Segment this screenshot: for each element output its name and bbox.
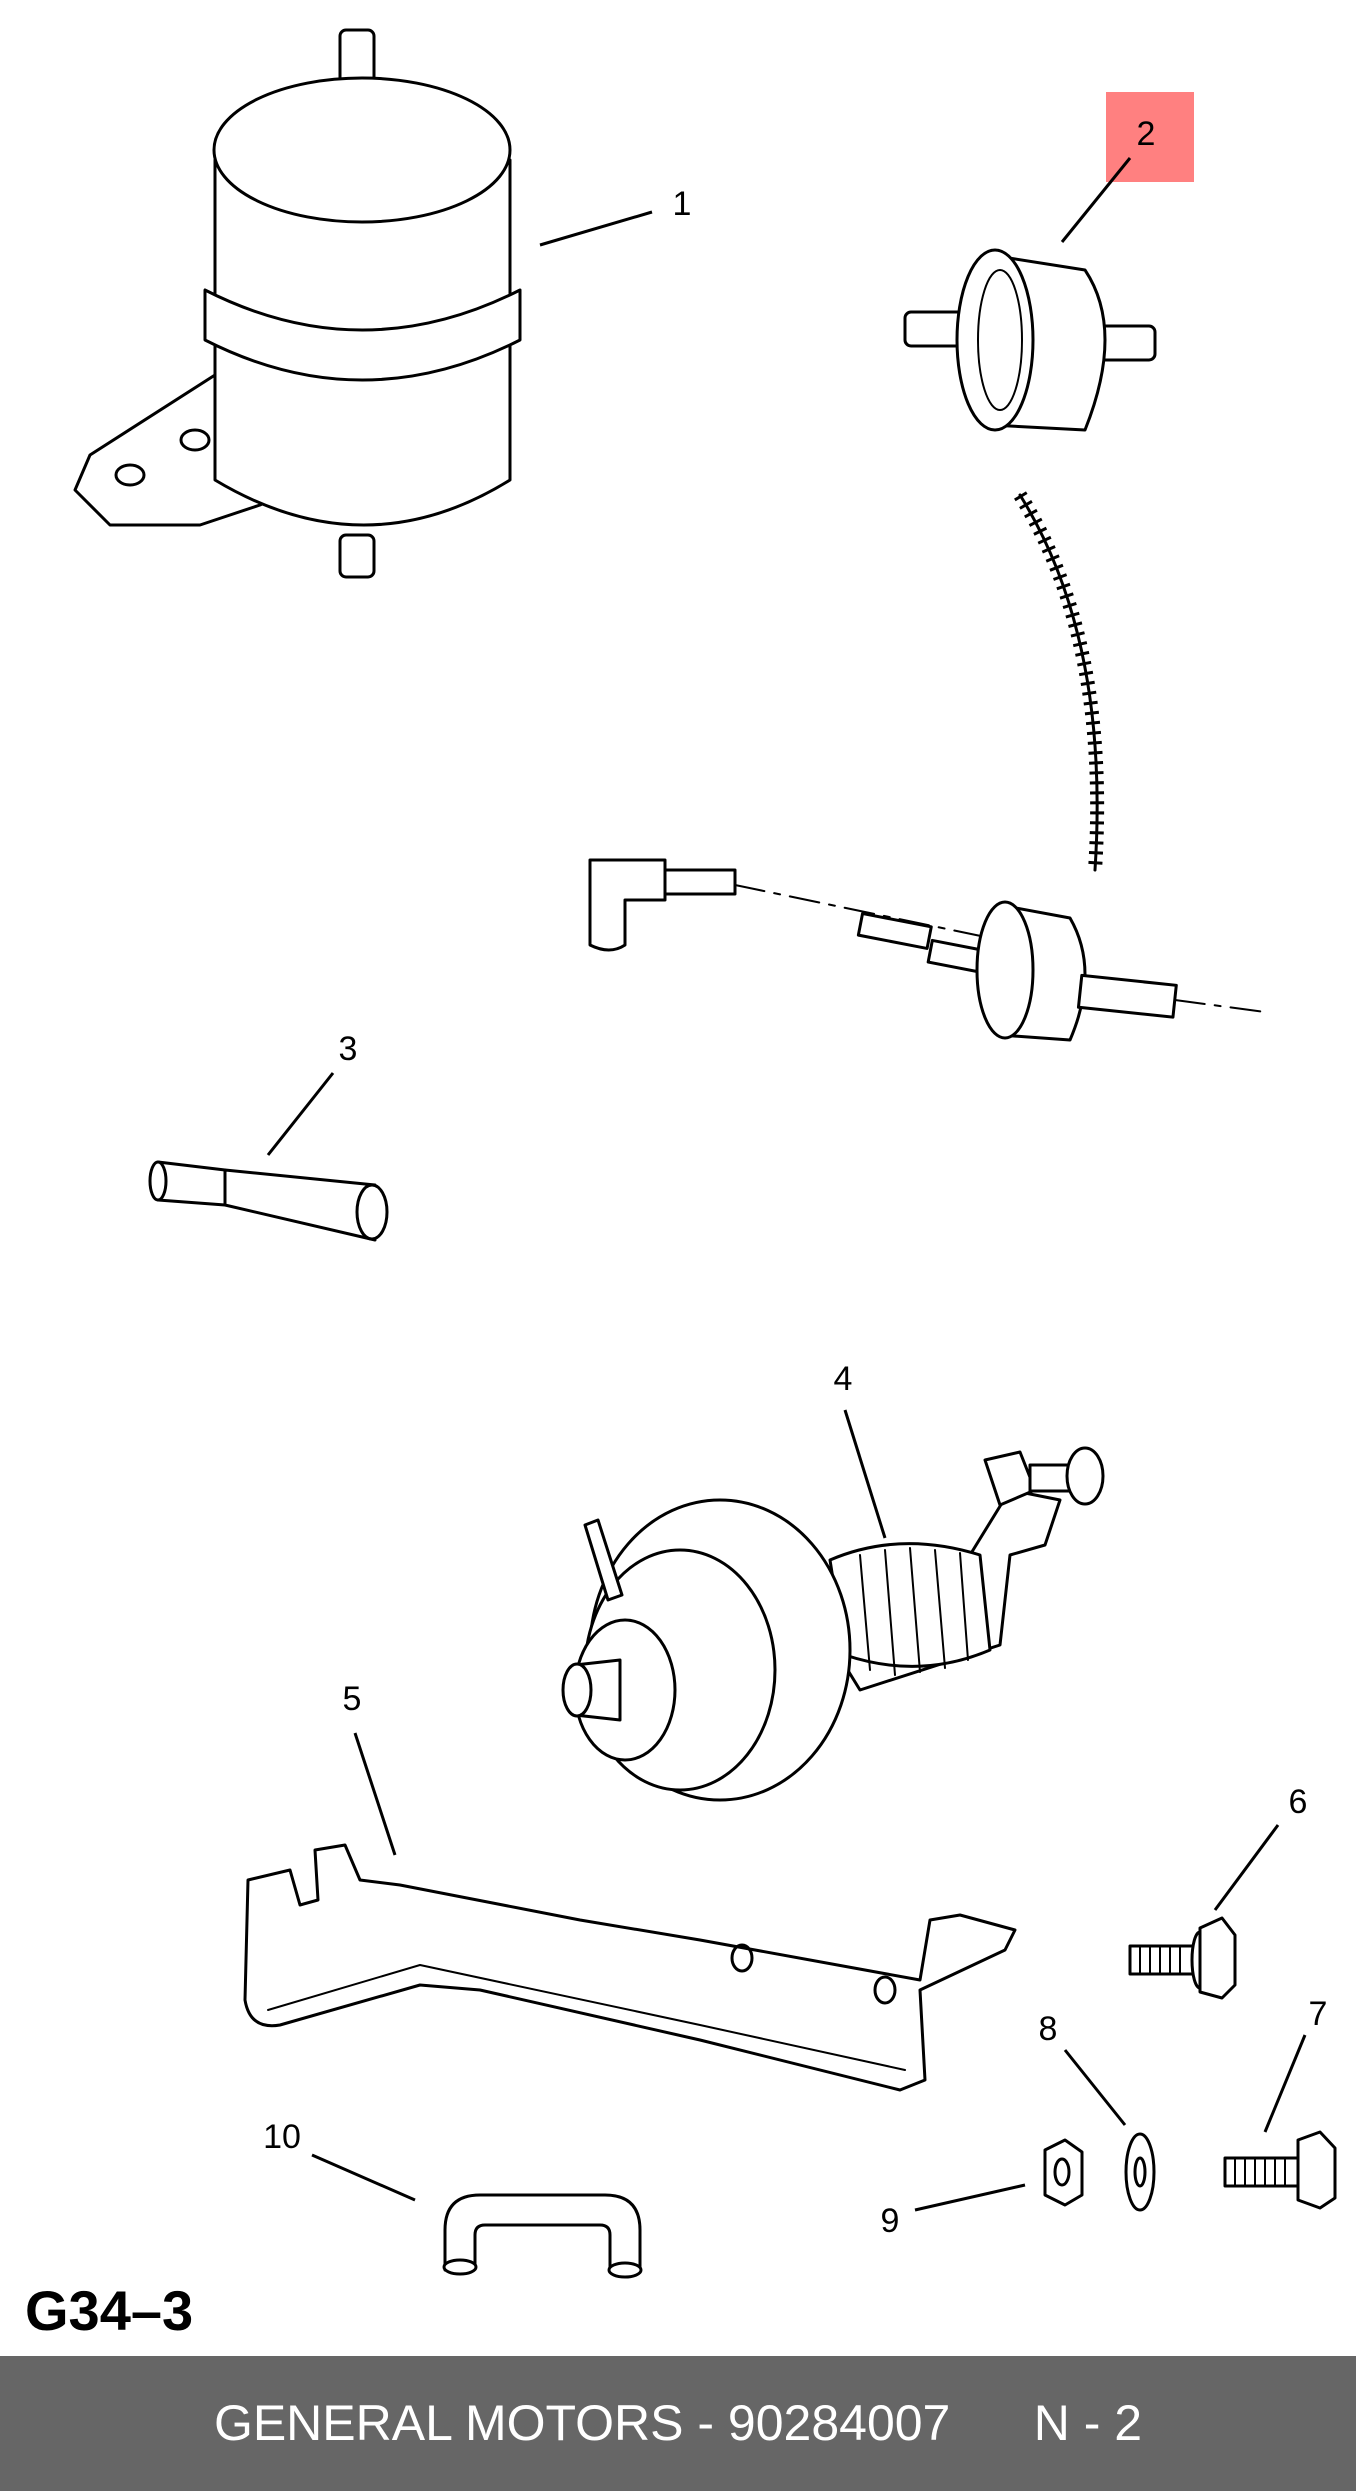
- diagram-reference-code: G34–3: [25, 2279, 193, 2342]
- callout-1: 1: [673, 185, 692, 223]
- part-1-canister: [73, 28, 522, 579]
- part-2-check-valve: [903, 248, 1157, 432]
- callout-8: 8: [1039, 2010, 1058, 2048]
- callout-6: 6: [1289, 1783, 1308, 1821]
- part-3-connector: [148, 1160, 389, 1242]
- footer-text: GENERAL MOTORS - 90284007 N - 2: [213, 2395, 1143, 2451]
- callout-2-highlight: [1106, 92, 1194, 182]
- part-8-washer: [1124, 2132, 1156, 2212]
- part-7-hex-bolt: [1223, 2130, 1337, 2210]
- part-10-u-hose: [442, 2193, 643, 2279]
- footer-bar: GENERAL MOTORS - 90284007 N - 2: [0, 2356, 1356, 2491]
- callout-2: 2: [1137, 115, 1156, 153]
- callout-5: 5: [343, 1680, 362, 1718]
- part-4-vacuum-actuator: [561, 1446, 1105, 1802]
- leader-lines: [266, 157, 1307, 2212]
- callout-9: 9: [881, 2202, 900, 2240]
- callout-7: 7: [1309, 1995, 1328, 2033]
- part-6-flange-bolt: [1128, 1916, 1237, 2000]
- callout-4: 4: [834, 1360, 853, 1398]
- callout-10: 10: [263, 2118, 301, 2156]
- part-9-hex-nut: [1043, 2138, 1084, 2207]
- callout-3: 3: [339, 1030, 358, 1068]
- hose-assembly: [588, 491, 1266, 1042]
- part-5-bracket: [243, 1843, 1017, 2092]
